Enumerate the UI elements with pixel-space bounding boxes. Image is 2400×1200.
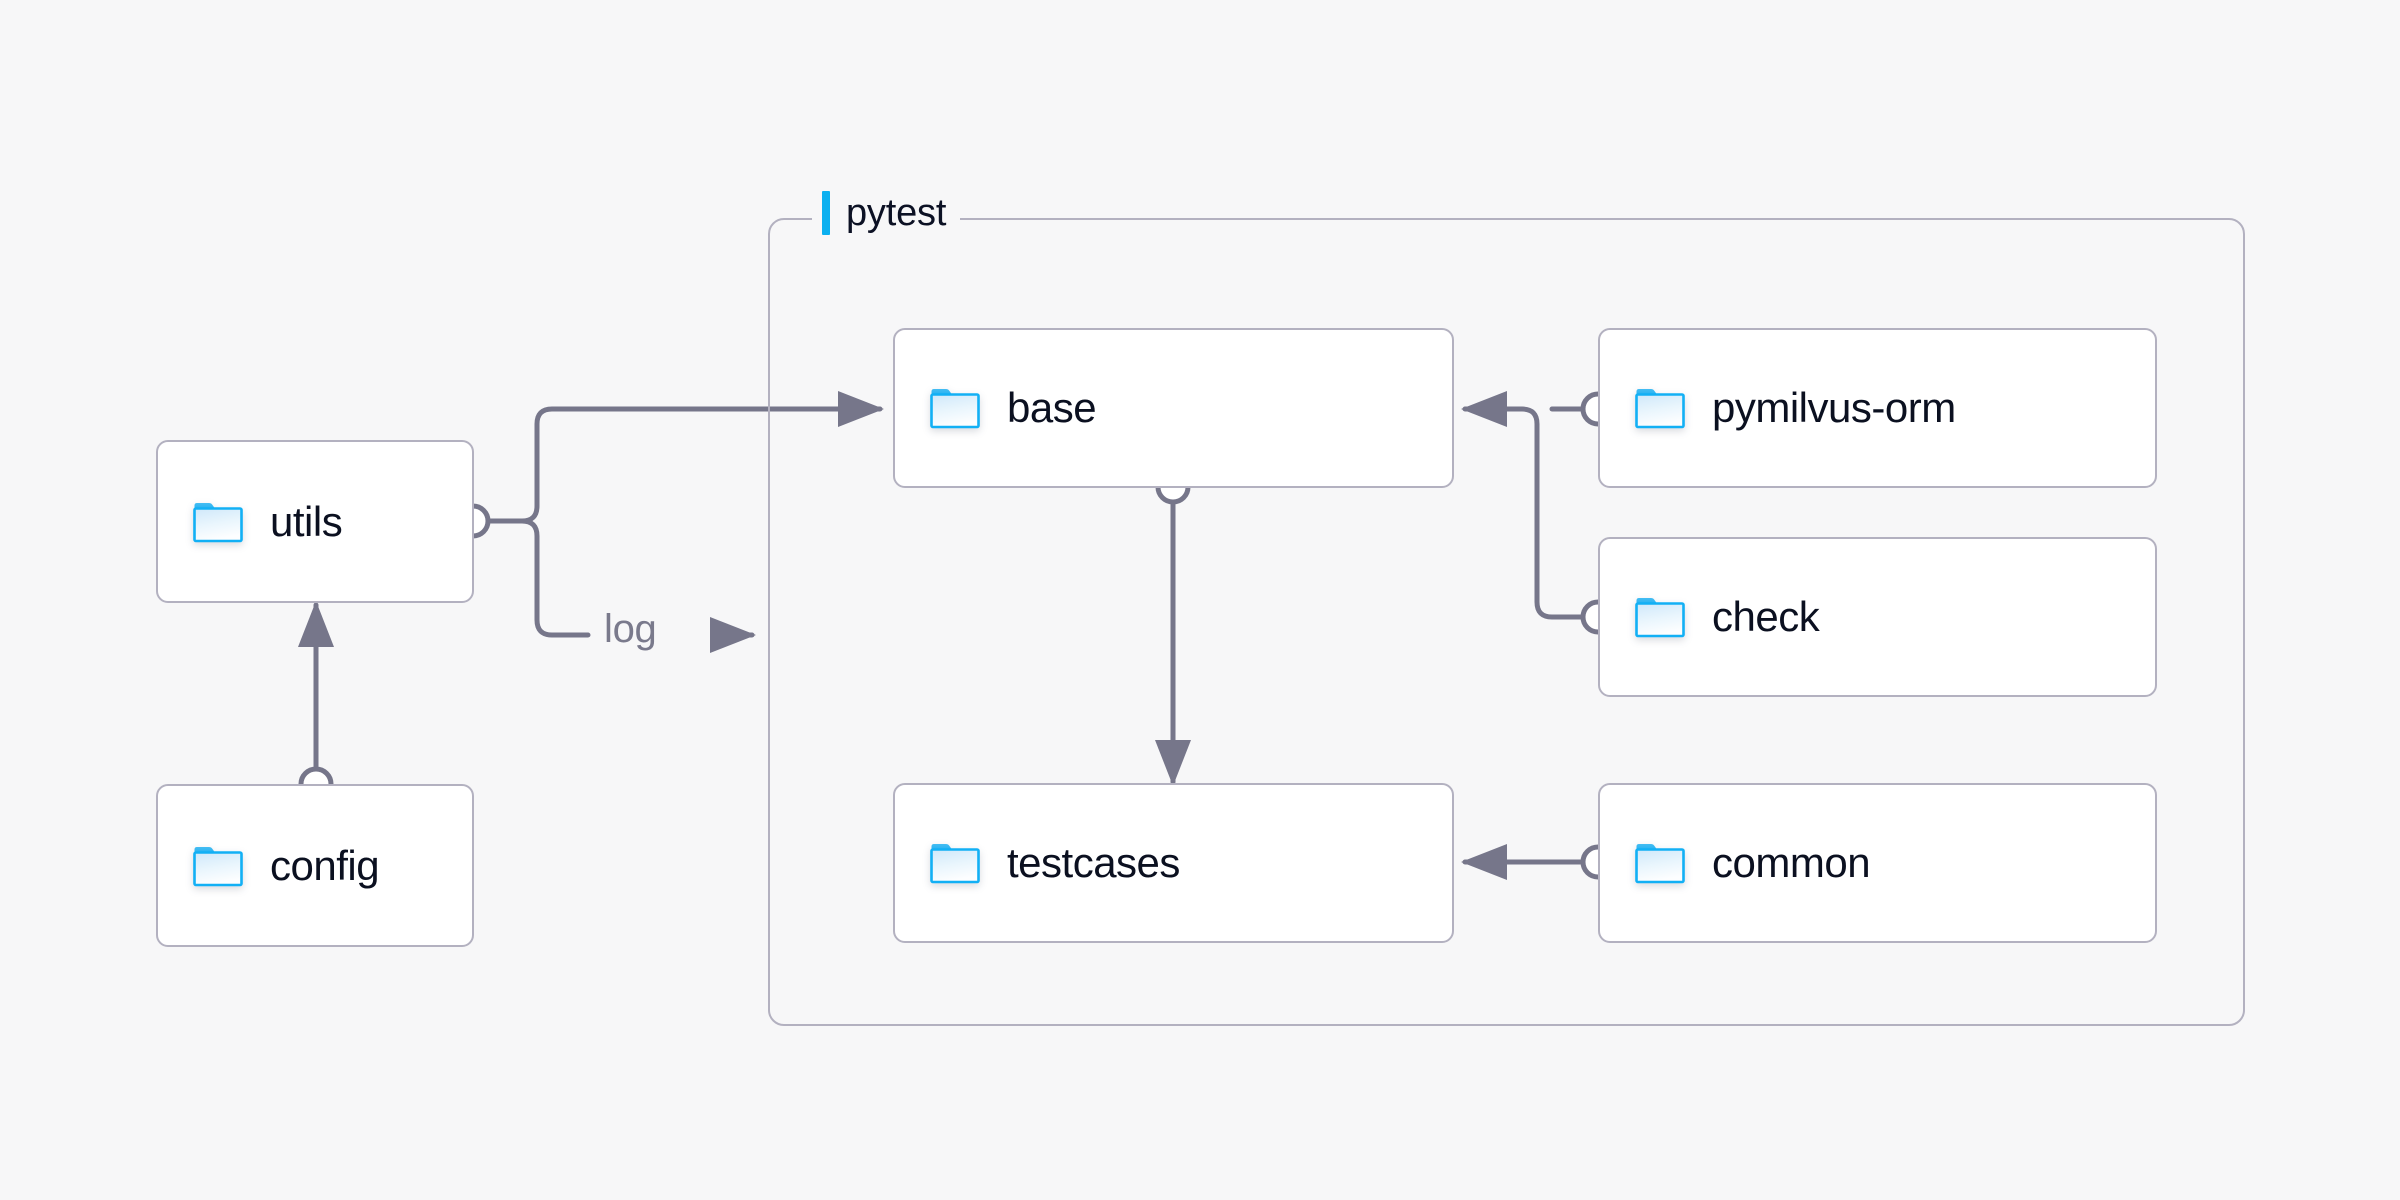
folder-icon	[192, 500, 244, 544]
folder-icon	[192, 844, 244, 888]
folder-icon	[1634, 841, 1686, 885]
node-utils-label: utils	[270, 497, 343, 545]
node-base-label: base	[1007, 384, 1097, 431]
folder-icon	[1634, 386, 1686, 430]
edge-label-log: log	[596, 607, 665, 652]
node-config[interactable]: config	[156, 784, 474, 947]
folder-icon	[1634, 595, 1686, 639]
node-check-label: check	[1712, 593, 1820, 640]
node-testcases-label: testcases	[1007, 839, 1180, 886]
group-pytest[interactable]	[768, 218, 2245, 1026]
folder-icon	[929, 841, 981, 885]
node-common-label: common	[1712, 839, 1871, 886]
node-common[interactable]: common	[1598, 783, 2157, 943]
edge-utils-log	[484, 518, 591, 638]
node-config-label: config	[270, 841, 380, 889]
node-base[interactable]: base	[893, 328, 1454, 488]
group-pytest-label-text: pytest	[846, 191, 947, 234]
folder-icon	[929, 386, 981, 430]
node-check[interactable]: check	[1598, 537, 2157, 697]
node-pymilvus-orm-label: pymilvus-orm	[1712, 384, 1956, 431]
group-accent-bar	[822, 191, 830, 235]
node-pymilvus-orm[interactable]: pymilvus-orm	[1598, 328, 2157, 488]
node-utils[interactable]: utils	[156, 440, 474, 603]
group-pytest-label: pytest	[812, 187, 961, 239]
node-testcases[interactable]: testcases	[893, 783, 1454, 943]
